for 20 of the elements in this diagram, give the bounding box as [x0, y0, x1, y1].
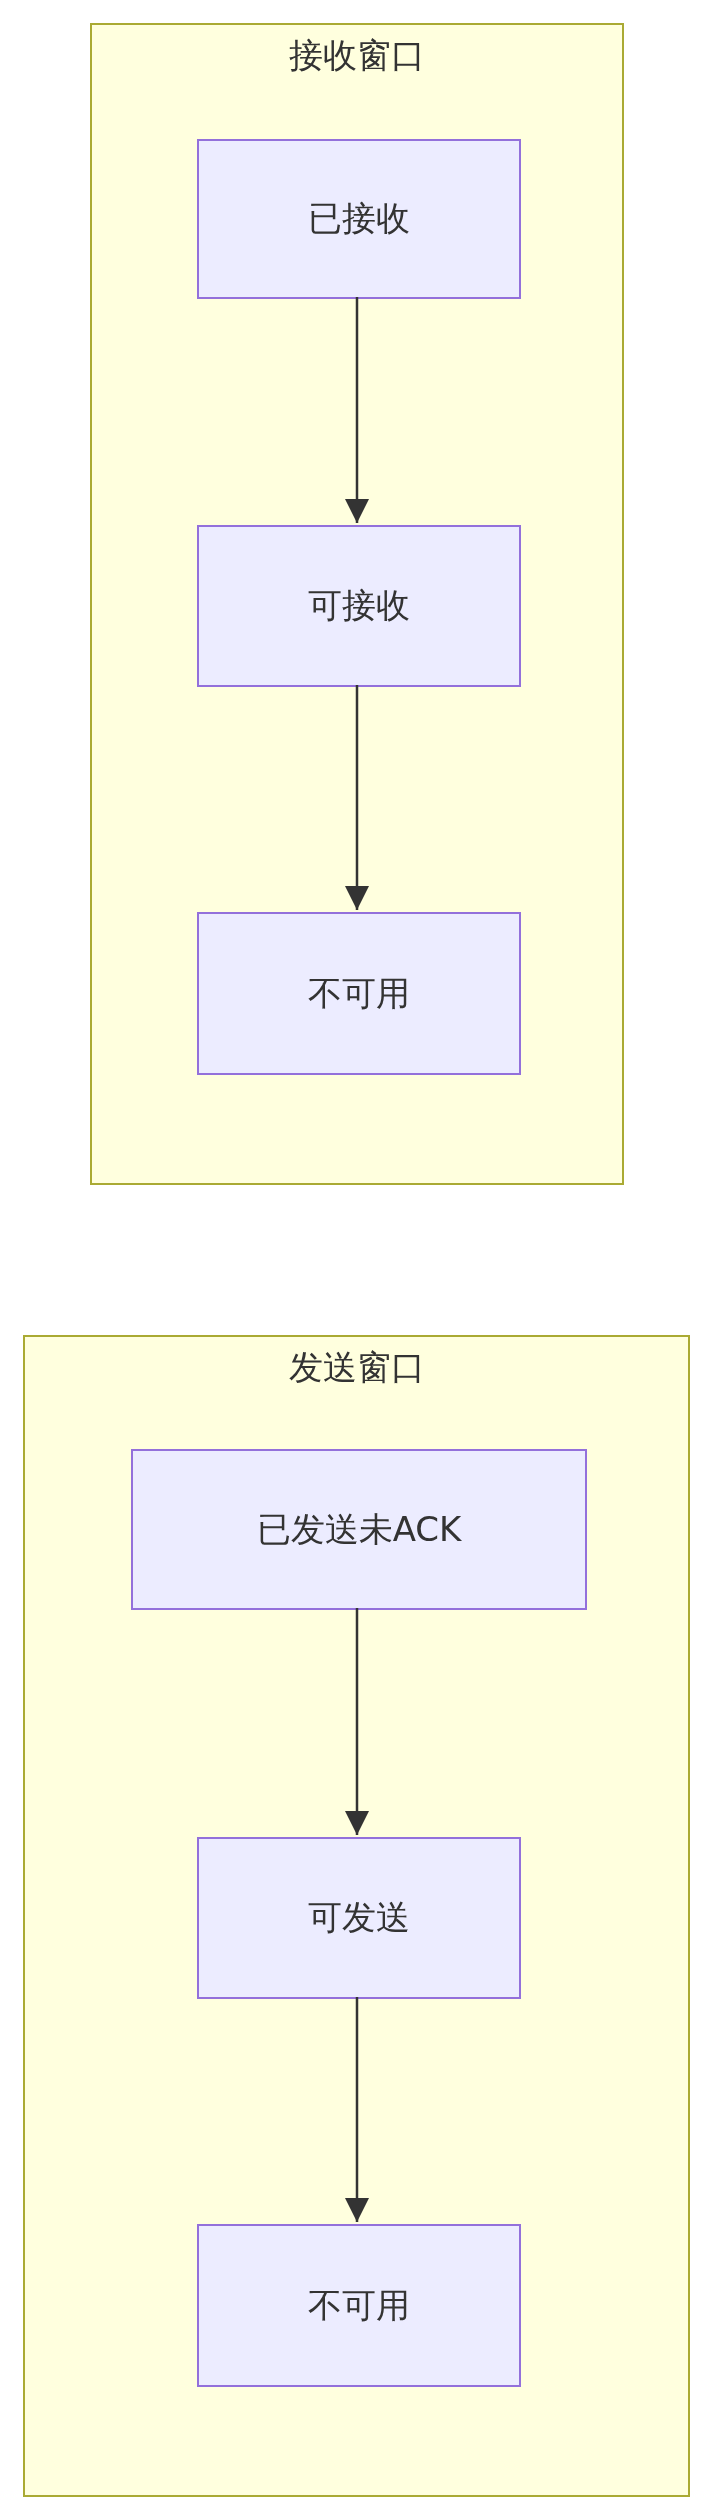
- process-box: [197, 2224, 521, 2387]
- group-title: 发送窗口: [288, 1347, 425, 1387]
- node-label: 可接收: [308, 584, 410, 627]
- node-label: 已发送未ACK: [256, 1507, 462, 1551]
- process-box: [197, 525, 521, 687]
- process-box: [197, 912, 521, 1075]
- node-label: 可发送: [308, 1896, 410, 1939]
- process-box: [131, 1449, 587, 1610]
- process-box: [197, 1837, 521, 1999]
- group-container: [23, 1335, 690, 2497]
- process-box: [197, 139, 521, 299]
- node-label: 已接收: [308, 197, 410, 240]
- node-label: 不可用: [308, 971, 410, 1015]
- node-label: 不可用: [308, 2283, 410, 2327]
- arrow: [345, 1997, 369, 2222]
- arrow: [345, 1608, 369, 1835]
- arrow: [345, 685, 369, 910]
- group-title: 接收窗口: [289, 35, 425, 75]
- group-container: [90, 23, 624, 1185]
- arrow: [345, 297, 369, 523]
